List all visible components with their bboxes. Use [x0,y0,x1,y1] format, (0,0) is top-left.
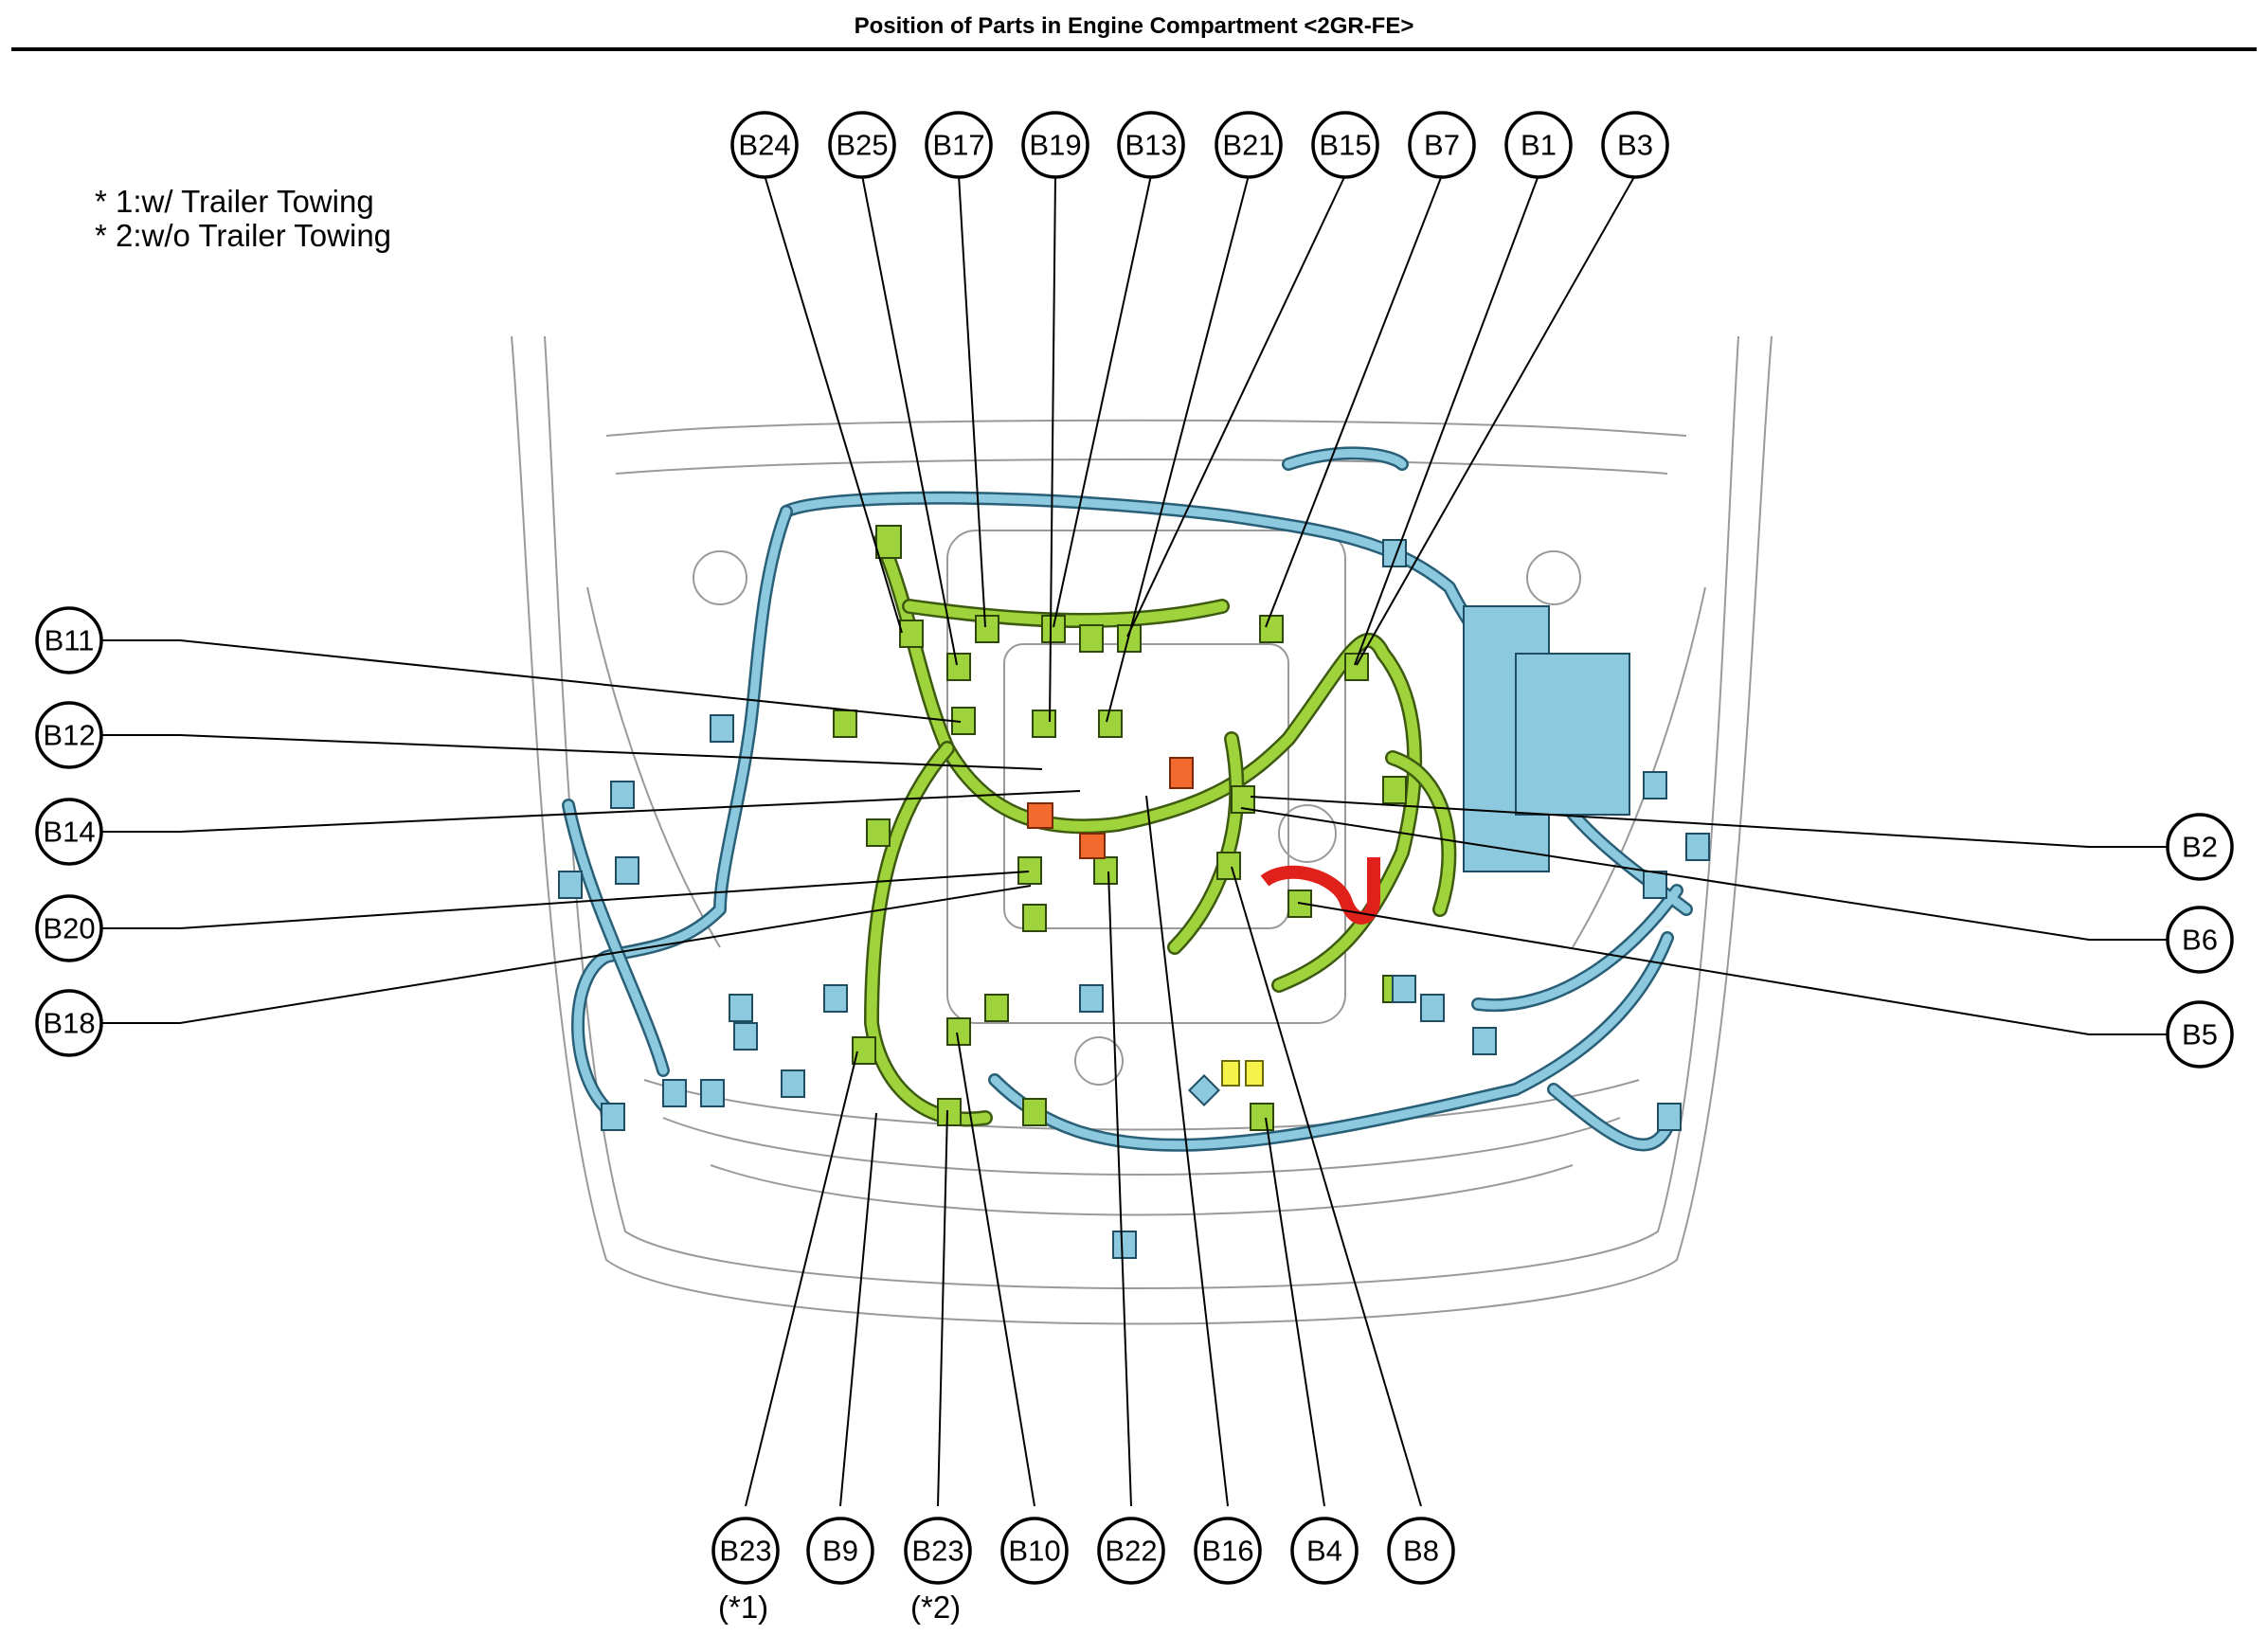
callout-b10: B10 [1000,1517,1069,1585]
title-divider [11,47,2257,51]
callout-b2: B2 [2166,813,2234,881]
svg-text:B25: B25 [836,129,888,162]
callout-b18: B18 [35,989,103,1057]
svg-text:B19: B19 [1029,129,1081,162]
page-title: Position of Parts in Engine Compartment … [854,13,1414,39]
svg-text:B6: B6 [2182,924,2218,957]
callout-b16: B16 [1194,1517,1262,1585]
callout-b3: B3 [1601,111,1669,179]
svg-text:B9: B9 [822,1535,858,1568]
green-wire-harness [864,532,1457,1127]
footnote-trailer-towing: (*1) [718,1590,769,1625]
callout-b9: B9 [806,1517,874,1585]
svg-text:B17: B17 [932,129,984,162]
callout-b14: B14 [35,798,103,866]
callout-b1: B1 [1504,111,1573,179]
svg-text:B1: B1 [1521,129,1557,162]
svg-text:B20: B20 [43,912,95,945]
note-trailer-towing: * 1:w/ Trailer Towing [95,184,374,219]
callout-b17: B17 [925,111,993,179]
vehicle-outline [511,335,1773,1325]
svg-text:B11: B11 [45,624,95,657]
callout-b20: B20 [35,894,103,962]
callout-b25: B25 [828,111,896,179]
svg-text:B3: B3 [1617,129,1653,162]
blue-wire-harness [562,446,1693,1152]
callout-b7: B7 [1408,111,1476,179]
svg-text:B15: B15 [1319,129,1371,162]
note-no-trailer-towing: * 2:w/o Trailer Towing [95,218,392,253]
svg-text:B23: B23 [719,1535,771,1568]
callout-b8: B8 [1387,1517,1455,1585]
svg-text:B18: B18 [43,1007,95,1040]
callout-b6: B6 [2166,906,2234,974]
svg-text:B10: B10 [1008,1535,1060,1568]
svg-text:B12: B12 [43,719,95,752]
callout-b21: B21 [1215,111,1283,179]
callout-b13: B13 [1117,111,1185,179]
callout-b15: B15 [1311,111,1379,179]
callout-b4: B4 [1290,1517,1359,1585]
svg-text:B24: B24 [738,129,790,162]
svg-text:B2: B2 [2182,831,2218,864]
svg-text:B8: B8 [1403,1535,1439,1568]
svg-text:B14: B14 [43,816,95,849]
svg-text:B13: B13 [1125,129,1177,162]
svg-text:B16: B16 [1201,1535,1253,1568]
callout-b23-no-trailer: B23 [904,1517,972,1585]
callout-b23-trailer: B23 [711,1517,780,1585]
svg-text:B21: B21 [1222,129,1274,162]
footnote-no-trailer-towing: (*2) [910,1590,962,1625]
callout-b5: B5 [2166,1000,2234,1069]
svg-text:B23: B23 [911,1535,963,1568]
svg-text:B7: B7 [1424,129,1460,162]
callout-b22: B22 [1097,1517,1165,1585]
callout-b24: B24 [730,111,799,179]
svg-text:B22: B22 [1105,1535,1157,1568]
svg-text:B4: B4 [1306,1535,1342,1568]
svg-text:B5: B5 [2182,1018,2218,1051]
leader-lines [99,174,2169,1507]
callout-b12: B12 [35,701,103,769]
callout-b11: B11 [35,606,103,674]
callout-b19: B19 [1021,111,1089,179]
